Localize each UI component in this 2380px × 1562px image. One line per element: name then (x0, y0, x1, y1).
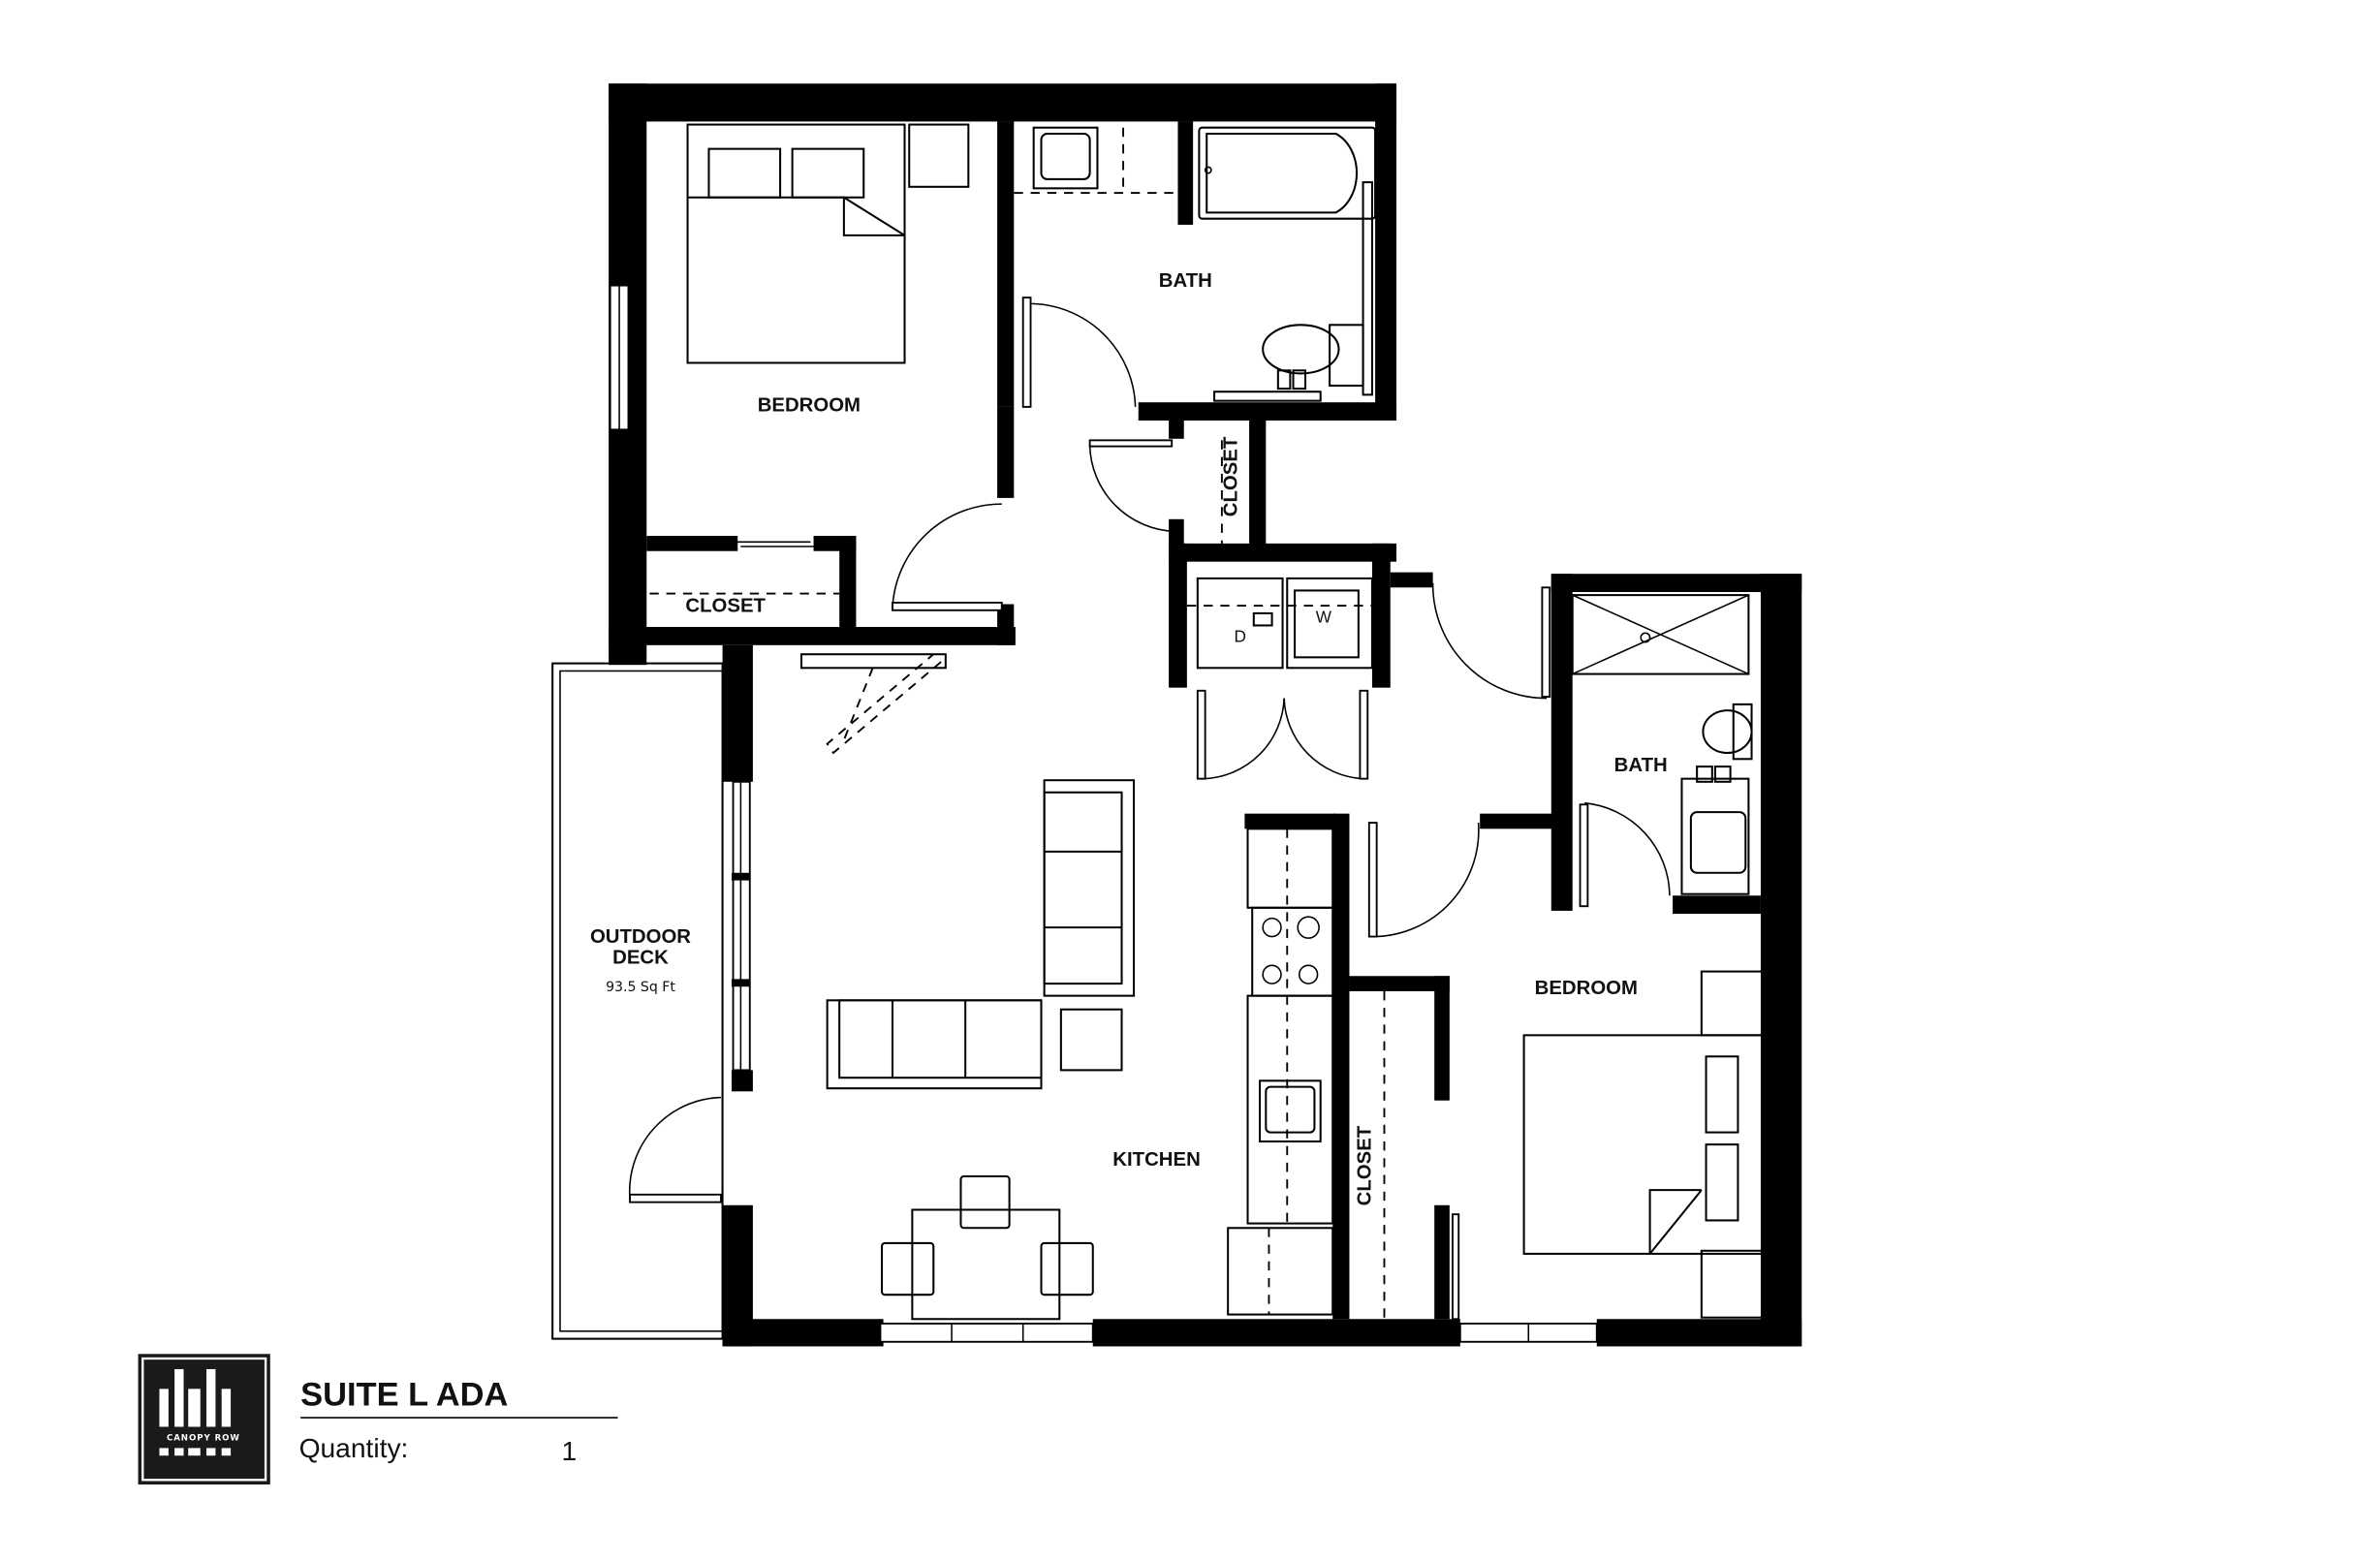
outdoor-deck (551, 662, 724, 1340)
room-labels: BEDROOM BATH CLOSET CLOSET D W OUTDOOR D… (590, 270, 1668, 1205)
canopy-row-logo: CANOPY ROW (138, 1354, 270, 1484)
bath-1-fixtures (1014, 126, 1377, 408)
label-bedroom-2: BEDROOM (1535, 978, 1638, 999)
label-bath-1: BATH (1159, 270, 1212, 292)
label-washer: W (1316, 607, 1332, 626)
label-closet-hall: CLOSET (1221, 436, 1242, 516)
laundry (1186, 577, 1551, 780)
windows (609, 284, 1598, 1343)
suite-name: SUITE L ADA (300, 1377, 508, 1414)
walls (609, 83, 1802, 1347)
bedroom-2-furniture (1383, 970, 1764, 1321)
label-dryer: D (1234, 627, 1245, 646)
kitchen-cabinets (1227, 828, 1334, 1316)
label-closet-1: CLOSET (685, 595, 766, 616)
logo-text: CANOPY ROW (167, 1434, 240, 1444)
label-bedroom-1: BEDROOM (758, 395, 861, 417)
label-deck-line1: OUTDOOR (590, 926, 691, 948)
quantity-value: 1 (562, 1435, 578, 1466)
label-bath-2: BATH (1614, 755, 1668, 776)
label-closet-2: CLOSET (1354, 1125, 1375, 1205)
title-block: CANOPY ROW SUITE L ADA Quantity: 1 (138, 1354, 618, 1484)
label-kitchen: KITCHEN (1112, 1149, 1200, 1171)
living-furniture (800, 653, 1136, 1321)
hall-closet (1088, 439, 1223, 544)
bedroom-1-furniture (649, 123, 1003, 611)
label-deck-area: 93.5 Sq Ft (606, 980, 675, 995)
quantity-label: Quantity: (299, 1432, 409, 1463)
bath-2-fixtures (1367, 594, 1753, 938)
label-deck-line2: DECK (612, 948, 669, 969)
